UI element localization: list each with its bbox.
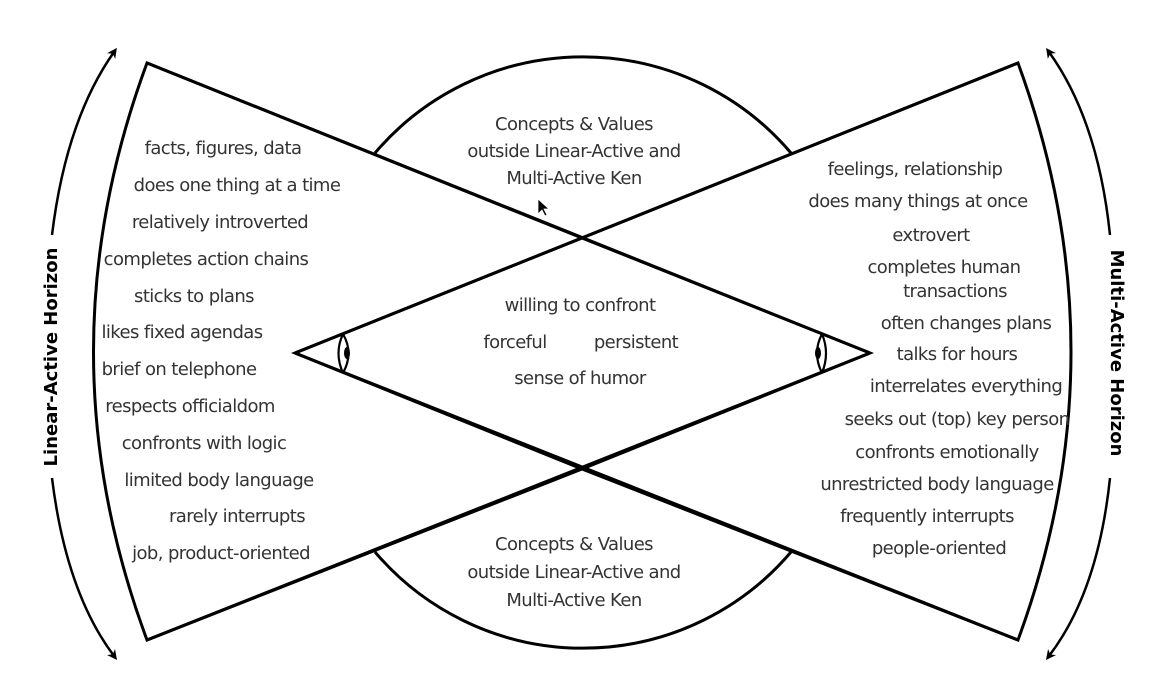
multi-active-trait: seeks out (top) key person (845, 409, 1070, 430)
top-region-line: outside Linear-Active and (467, 141, 680, 162)
linear-active-trait: confronts with logic (122, 433, 287, 454)
linear-active-trait: facts, figures, data (145, 138, 302, 159)
cross-line-1 (146, 61, 871, 355)
multi-active-trait: talks for hours (897, 344, 1018, 365)
left-horizon-arrow-up (50, 47, 117, 236)
linear-active-trait: job, product-oriented (131, 543, 310, 564)
linear-active-trait: relatively introverted (132, 212, 308, 233)
multi-active-trait: extrovert (892, 225, 970, 246)
multi-active-trait: does many things at once (808, 191, 1028, 212)
linear-active-fan (92, 61, 587, 642)
cross-line-2 (294, 61, 1019, 355)
top-region-line: Concepts & Values (495, 114, 653, 135)
multi-active-fan (577, 61, 1073, 642)
linear-active-trait: brief on telephone (102, 359, 257, 380)
multi-active-horizon-label: Multi-Active Horizon (1106, 250, 1127, 457)
top-region-text: Concepts & Values outside Linear-Active … (467, 114, 681, 189)
top-circle-arc (373, 55, 793, 154)
multi-active-trait: often changes plans (881, 313, 1052, 334)
top-region-line: Multi-Active Ken (506, 168, 641, 189)
multi-active-trait: people-oriented (872, 538, 1006, 559)
left-eye-icon (337, 333, 350, 374)
multi-active-trait: interrelates everything (870, 376, 1062, 397)
bottom-region-line: outside Linear-Active and (467, 562, 680, 583)
multi-active-trait: unrestricted body language (820, 474, 1054, 495)
linear-active-trait: likes fixed agendas (102, 322, 263, 343)
linear-active-trait: does one thing at a time (134, 175, 341, 196)
center-trait: sense of humor (514, 368, 647, 389)
mouse-pointer-icon (537, 198, 551, 217)
multi-active-trait: confronts emotionally (855, 442, 1039, 463)
linear-active-trait: rarely interrupts (169, 506, 305, 527)
right-horizon-arrow-down (1045, 477, 1112, 660)
multi-active-trait: frequently interrupts (840, 506, 1014, 527)
bottom-circle-arc (373, 551, 793, 650)
center-trait: willing to confront (505, 295, 656, 316)
cross-line-3 (146, 351, 871, 642)
linear-active-trait: respects officialdom (105, 396, 275, 417)
linear-active-trait: completes action chains (104, 249, 309, 270)
multi-active-trait: transactions (903, 281, 1007, 302)
right-horizon-arrow-up (1046, 47, 1112, 236)
center-trait: persistent (594, 332, 679, 353)
center-trait: forceful (483, 332, 546, 353)
linear-active-trait: sticks to plans (134, 286, 254, 307)
linear-active-traits: facts, figures, data does one thing at a… (102, 138, 342, 564)
linear-active-trait: limited body language (124, 470, 314, 491)
multi-active-trait: completes human (868, 257, 1021, 278)
bottom-region-line: Concepts & Values (495, 534, 653, 555)
center-region-text: willing to confront forceful persistent … (483, 295, 679, 389)
cross-line-4 (294, 351, 1019, 642)
bottom-region-line: Multi-Active Ken (506, 590, 641, 611)
linear-active-horizon-label: Linear-Active Horizon (41, 248, 62, 467)
left-horizon-arrow-down (50, 477, 117, 661)
right-eye-icon (815, 333, 828, 374)
multi-active-trait: feelings, relationship (828, 159, 1003, 180)
multi-active-traits: feelings, relationship does many things … (808, 159, 1070, 559)
bottom-region-text: Concepts & Values outside Linear-Active … (467, 534, 681, 611)
